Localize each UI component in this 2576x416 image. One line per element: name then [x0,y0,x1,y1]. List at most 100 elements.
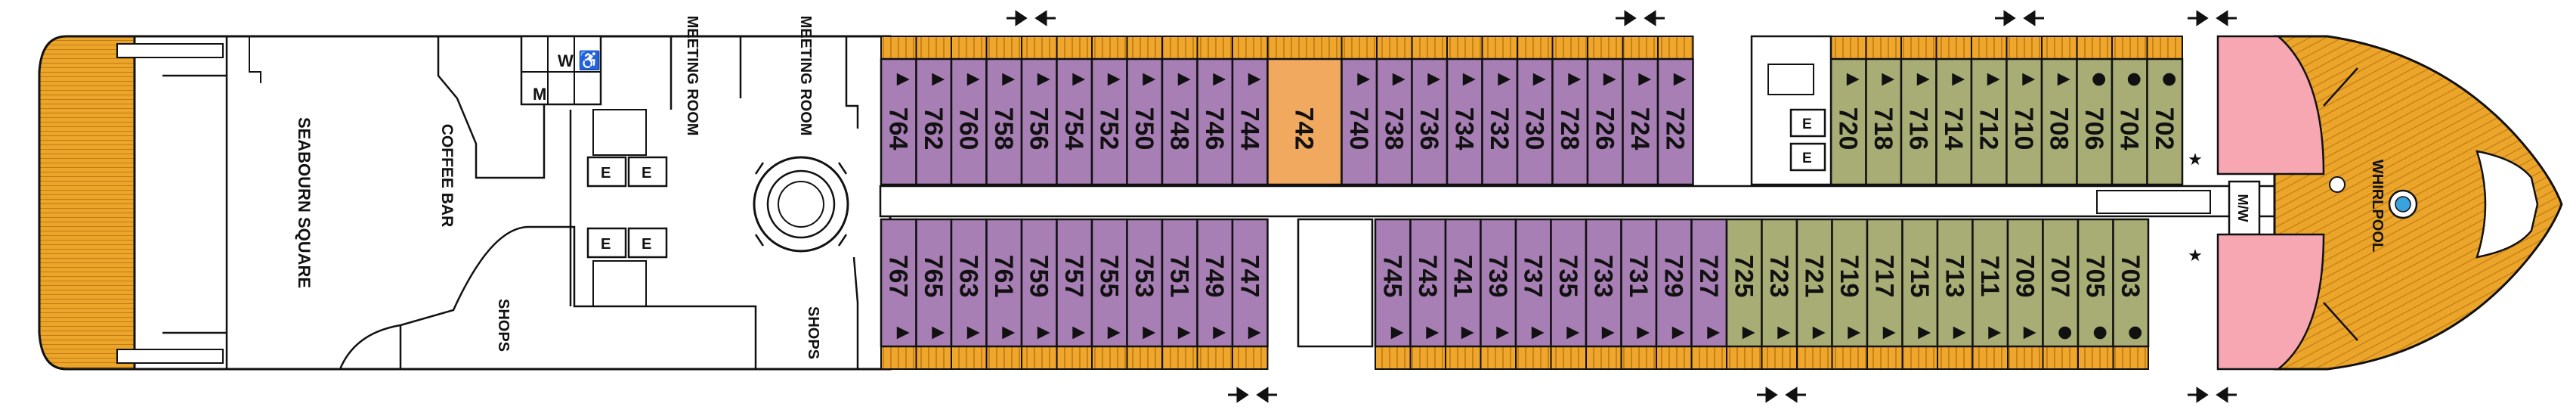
cabin-702[interactable] [2146,57,2184,186]
cabin-746-balcony [1196,36,1233,60]
cabin-703[interactable] [2112,218,2150,348]
cabin-722-balcony [1657,36,1694,60]
cabin-745-symbol: ▲ [1388,327,1407,340]
restroom-men-label: M [533,85,546,104]
cabin-734[interactable] [1446,57,1483,186]
cabin-752[interactable] [1090,57,1128,186]
cabin-765[interactable] [915,218,953,348]
cabin-732[interactable] [1481,57,1519,186]
cabin-742[interactable] [1266,57,1343,186]
elevator-label-1: E [601,165,611,182]
cabin-739-balcony [1480,346,1517,370]
cabin-757-balcony [1056,346,1093,370]
cabin-757[interactable] [1056,218,1093,348]
cabin-730-symbol: ▲ [1530,73,1549,86]
cabin-709-number: 709 [2010,255,2039,298]
cabin-716[interactable] [1900,57,1937,186]
cabin-744[interactable] [1231,57,1269,186]
cabin-740-balcony [1341,36,1378,60]
cabin-759[interactable] [1020,218,1058,348]
cabin-737[interactable] [1514,218,1552,348]
cabin-742-number: 742 [1290,107,1319,151]
elevator-label-4: E [642,236,651,253]
cabin-736[interactable] [1411,57,1449,186]
cabin-758[interactable] [985,57,1023,186]
cabin-764[interactable] [880,57,917,186]
cabin-727[interactable] [1690,218,1728,348]
cabin-765-number: 765 [919,255,948,298]
cabin-704-balcony [2111,36,2148,60]
cabin-745[interactable] [1374,218,1412,348]
cabin-720-balcony [1830,36,1867,60]
cabin-767[interactable] [880,218,917,348]
cabin-718[interactable] [1865,57,1903,186]
cabin-756-balcony [1021,36,1058,60]
bow-deck [2273,35,2563,371]
cabin-704[interactable] [2111,57,2148,186]
cabin-730-number: 730 [1520,107,1548,151]
cabin-706-number: 706 [2080,107,2108,151]
cabin-750[interactable] [1126,57,1164,186]
cabin-745-balcony [1375,346,1412,370]
cabin-741[interactable] [1444,218,1482,348]
cabin-731-balcony [1620,346,1657,370]
cabin-728[interactable] [1551,57,1589,186]
meeting-rooms [670,36,859,129]
cabin-722[interactable] [1656,57,1694,186]
cabin-709[interactable] [2006,218,2044,348]
cabin-707-balcony [2042,346,2079,370]
cabin-749-balcony [1196,346,1233,370]
cabin-723-number: 723 [1764,255,1793,298]
cabin-760[interactable] [950,57,988,186]
cabin-751[interactable] [1161,218,1198,348]
cabin-719[interactable] [1831,218,1869,348]
cabin-748[interactable] [1161,57,1198,186]
cabin-756[interactable] [1020,57,1058,186]
cabin-724[interactable] [1622,57,1659,186]
cabin-744-symbol: ▲ [1245,73,1264,86]
cabin-719-symbol: ▲ [1845,327,1864,340]
cabin-702-symbol: ● [2160,72,2179,86]
cabin-711[interactable] [1971,218,2009,348]
cabin-735-number: 735 [1554,255,1582,298]
cabin-733-number: 733 [1588,255,1617,298]
cabin-739-number: 739 [1483,255,1512,298]
cabin-761-symbol: ▲ [1000,327,1019,340]
cabin-721[interactable] [1795,218,1833,348]
cabin-753[interactable] [1126,218,1164,348]
cabin-725[interactable] [1725,218,1763,348]
cabin-710-symbol: ▲ [2020,73,2039,86]
cabin-713[interactable] [1936,218,1974,348]
cabin-705-balcony [2077,346,2114,370]
cabin-743[interactable] [1409,218,1447,348]
cabin-712-symbol: ▲ [1984,73,2003,86]
cabin-761[interactable] [985,218,1023,348]
cabin-725-symbol: ▲ [1739,327,1758,340]
cabin-714[interactable] [1935,57,1973,186]
cabin-716-number: 716 [1903,107,1932,151]
cabin-749[interactable] [1196,218,1234,348]
cabin-720-number: 720 [1833,107,1862,151]
central-corridor [879,185,2280,218]
cabin-747[interactable] [1231,218,1269,348]
cabin-722-symbol: ▲ [1671,73,1690,86]
cabin-723[interactable] [1761,218,1798,348]
cabin-763-symbol: ▲ [964,327,983,340]
cabin-760-symbol: ▲ [964,73,983,86]
cabin-738-symbol: ▲ [1390,73,1409,86]
cabin-719-number: 719 [1835,255,1863,298]
cabin-706[interactable] [2076,57,2114,186]
cabin-703-star-icon: ★ [2188,247,2203,265]
cabin-715-number: 715 [1905,255,1934,298]
cabin-746[interactable] [1196,57,1234,186]
cabin-763[interactable] [950,218,988,348]
cabin-726[interactable] [1586,57,1624,186]
cabin-730[interactable] [1516,57,1554,186]
cabin-749-symbol: ▲ [1211,327,1229,340]
cabin-717[interactable] [1866,218,1903,348]
cabin-708[interactable] [2040,57,2078,186]
cabin-709-symbol: ▲ [2021,327,2039,340]
cabin-715-symbol: ▲ [1916,327,1934,340]
cabin-755[interactable] [1090,218,1128,348]
cabin-729[interactable] [1655,218,1693,348]
